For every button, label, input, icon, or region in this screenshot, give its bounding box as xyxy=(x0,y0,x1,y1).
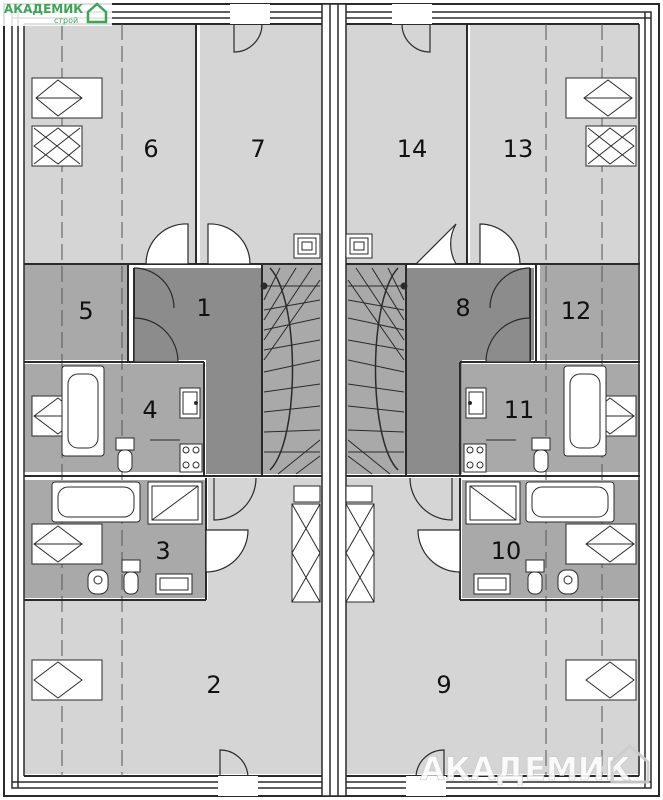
skylights xyxy=(31,77,637,701)
room-label-3: 3 xyxy=(155,537,170,565)
shower-icon xyxy=(465,481,521,525)
vent-shafts xyxy=(291,233,375,603)
door-swing xyxy=(213,477,257,521)
room-label-14: 14 xyxy=(397,135,428,163)
bathtub-icon xyxy=(61,365,105,457)
door-swing xyxy=(207,223,251,265)
room-label-8: 8 xyxy=(455,294,470,322)
toilet-icon xyxy=(557,569,579,595)
sink-icon xyxy=(473,573,511,595)
room-label-10: 10 xyxy=(491,537,522,565)
room-5-fill xyxy=(24,264,128,360)
bathtub-icon xyxy=(563,365,607,457)
room-7-fill xyxy=(200,24,322,264)
room-14-fill xyxy=(346,24,466,264)
door-swing xyxy=(414,223,458,265)
skylight xyxy=(565,659,637,701)
watermark-text: АКАДЕМИК xyxy=(420,750,631,788)
skylight xyxy=(31,659,103,701)
stove-icon xyxy=(179,443,203,473)
outer-walls xyxy=(3,3,660,797)
door-opening xyxy=(406,776,446,796)
toilet-icon xyxy=(525,559,545,595)
room-label-1: 1 xyxy=(196,294,211,322)
toilet-icon xyxy=(121,559,141,595)
door-swing xyxy=(401,23,431,53)
fixtures-right xyxy=(463,365,615,595)
room-label-5: 5 xyxy=(78,297,93,325)
door-swing xyxy=(479,223,521,265)
house-icon xyxy=(86,2,108,24)
door-swing xyxy=(133,317,179,363)
door-swing xyxy=(417,529,461,573)
shower-icon xyxy=(147,481,203,525)
door-swing xyxy=(233,23,263,53)
house-icon xyxy=(610,743,650,784)
room-label-6: 6 xyxy=(143,135,158,163)
door-swing xyxy=(133,267,175,309)
room-12-fill xyxy=(540,264,640,360)
door-swing xyxy=(489,267,531,309)
skylight xyxy=(585,125,637,167)
door-swing xyxy=(145,223,189,265)
door-swing xyxy=(415,749,445,777)
room-label-7: 7 xyxy=(250,135,265,163)
room-label-13: 13 xyxy=(503,135,534,163)
room-label-2: 2 xyxy=(206,671,221,699)
room-label-11: 11 xyxy=(504,396,535,424)
bathtub-icon xyxy=(525,481,615,523)
door-swing xyxy=(205,529,249,573)
door-opening xyxy=(230,4,270,24)
fixtures-left xyxy=(51,365,203,595)
skylight xyxy=(565,77,637,119)
room-label-4: 4 xyxy=(142,396,157,424)
toilet-icon xyxy=(87,569,109,595)
brand-logo: АКАДЕМИК строй xyxy=(0,0,112,26)
logo-sub: строй xyxy=(54,16,78,25)
logo-name: АКАДЕМИК xyxy=(4,2,83,16)
room-label-12: 12 xyxy=(561,297,592,325)
watermark: АКАДЕМИК xyxy=(420,743,650,788)
skylight xyxy=(31,523,103,565)
door-swing xyxy=(409,477,453,521)
room-8-fill xyxy=(406,268,534,474)
toilet-icon xyxy=(115,437,135,473)
sink-icon xyxy=(155,573,193,595)
stove-icon xyxy=(463,443,487,473)
stairs-right xyxy=(347,267,408,475)
skylight xyxy=(31,125,83,167)
door-swing xyxy=(485,317,531,363)
door-swing xyxy=(219,749,249,777)
doors xyxy=(133,4,531,796)
toilet-icon xyxy=(531,437,551,473)
stairs-left xyxy=(260,267,321,475)
skylight xyxy=(565,523,637,565)
door-opening xyxy=(218,776,258,796)
room-labels: 1 2 3 4 5 6 7 8 9 10 11 12 13 14 xyxy=(78,135,591,699)
door-opening xyxy=(392,4,432,24)
room-label-9: 9 xyxy=(436,671,451,699)
sink-icon xyxy=(465,387,487,419)
room-1-fill xyxy=(134,268,262,474)
sink-icon xyxy=(179,387,201,419)
skylight xyxy=(31,77,103,119)
bathtub-icon xyxy=(51,481,141,523)
